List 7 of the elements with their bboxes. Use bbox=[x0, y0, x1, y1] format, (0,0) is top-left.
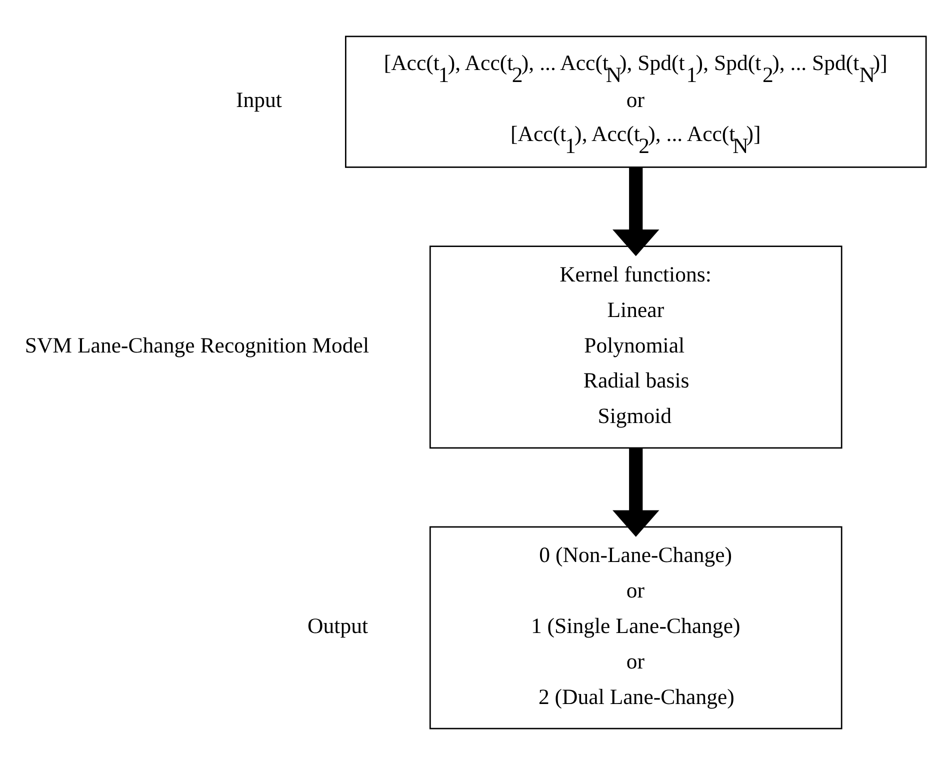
node-label: Input bbox=[236, 88, 282, 112]
arrow bbox=[612, 168, 660, 256]
node-label: Output bbox=[308, 614, 368, 638]
arrow bbox=[612, 448, 660, 537]
node-label: SVM Lane-Change Recognition Model bbox=[24, 333, 370, 358]
node-box: 0 (Non-Lane-Change) or 1 (Single Lane-Change) or 2 (Dual Lane-Change) bbox=[429, 526, 842, 730]
node-box: Kernel functions: Linear Polynomial Radial basis Sigmoid bbox=[429, 246, 842, 449]
